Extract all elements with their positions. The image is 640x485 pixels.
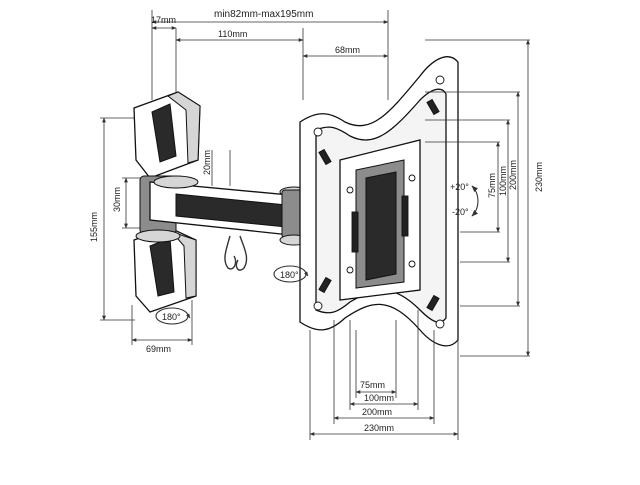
tilt-down-label: -20° <box>452 207 469 217</box>
tilt-up-label: +20° <box>450 182 469 192</box>
plate-horizontal-dimensions <box>309 310 459 440</box>
tilt-indicator <box>471 185 479 217</box>
plate-swivel-label: 180° <box>280 270 299 280</box>
dim-top-range: min82mm-max195mm <box>214 9 313 20</box>
dim-plate-h3: 200mm <box>362 407 392 417</box>
dim-top-arm: 110mm <box>218 29 247 39</box>
dim-arm-height: 20mm <box>202 150 212 175</box>
plate-vertical-dimensions <box>425 39 530 357</box>
top-dimension-lines <box>151 10 389 100</box>
dim-joint-height: 30mm <box>112 187 122 212</box>
cable-clips <box>224 235 248 271</box>
dim-plate-v3: 200mm <box>508 160 518 190</box>
swing-arm <box>149 175 309 246</box>
dim-plate-v2: 100mm <box>498 166 508 196</box>
dim-plate-h2: 100mm <box>364 393 394 403</box>
dim-plate-h4: 230mm <box>364 423 394 433</box>
wall-swivel-indicator <box>155 307 191 325</box>
dim-top-right: 68mm <box>335 45 360 55</box>
plate-swivel-indicator <box>273 265 309 283</box>
dim-top-left: 17mm <box>151 15 176 25</box>
dim-wall-height: 155mm <box>89 212 99 242</box>
dim-wall-depth: 69mm <box>146 344 171 354</box>
dim-plate-h1: 75mm <box>360 380 385 390</box>
wall-bracket <box>133 91 201 313</box>
dim-plate-v4: 230mm <box>534 162 544 192</box>
wall-swivel-label: 180° <box>162 312 181 322</box>
dim-plate-v1: 75mm <box>487 173 497 198</box>
plate-holes <box>313 75 445 329</box>
